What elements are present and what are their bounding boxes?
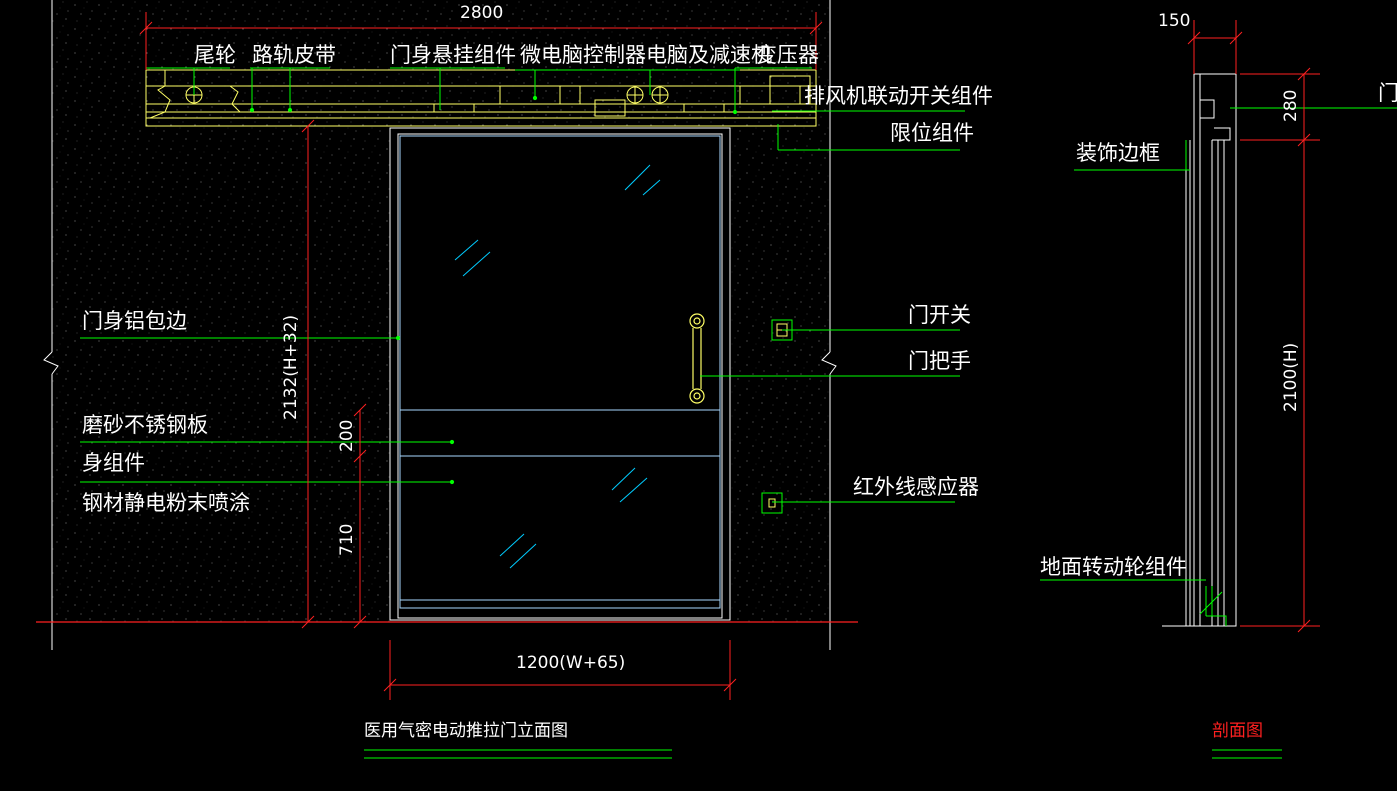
dim-total-width: 2800 (460, 3, 503, 23)
ir-sensor-icon (761, 492, 783, 514)
elevation-view: 2800 2132(H+32) 200 710 1200(W+65) 尾轮 路轨… (36, 0, 993, 759)
label-door-handle: 门把手 (908, 349, 971, 373)
dimension-lines (139, 12, 823, 700)
section-title-block: 剖面图 (1212, 721, 1282, 759)
section-profile (1162, 73, 1237, 627)
label-powder-coat: 钢材静电粉末喷涂 (82, 491, 250, 515)
label-section-door: 门 (1378, 81, 1397, 105)
label-transformer: 变压器 (756, 43, 819, 67)
elevation-labels: 尾轮 路轨皮带 门身悬挂组件 微电脑控制器电脑及减速机 变压器 排风机联动开关组… (82, 43, 993, 515)
label-controller: 微电脑控制器电脑及减速机 (520, 43, 772, 67)
label-floor-wheel: 地面转动轮组件 (1040, 555, 1187, 579)
door-leaf (399, 135, 721, 609)
glass-hatch (454, 164, 661, 569)
label-ir-sensor: 红外线感应器 (853, 475, 979, 499)
label-track-belt: 路轨皮带 (252, 43, 336, 67)
label-aluminum-edge: 门身铝包边 (82, 309, 187, 333)
section-labels: 门 装饰边框 地面转动轮组件 (1040, 81, 1397, 579)
section-dims (1187, 20, 1320, 633)
label-body-assembly: 身组件 (82, 451, 145, 475)
dim-height: 2132(H+32) (281, 315, 301, 420)
section-view: 150 280 2100(H) 门 装饰边框 地面转动轮组件 剖面图 (1040, 11, 1397, 759)
section-title: 剖面图 (1212, 721, 1263, 741)
label-door-switch: 门开关 (908, 303, 971, 327)
leader-lines (80, 67, 965, 503)
label-sanded-plate: 磨砂不锈钢板 (82, 413, 208, 437)
elevation-title-block: 医用气密电动推拉门立面图 (364, 721, 672, 759)
section-dim-texts: 150 280 2100(H) (1158, 11, 1301, 412)
label-tail-wheel: 尾轮 (194, 43, 236, 67)
label-limit: 限位组件 (890, 121, 974, 145)
dim-mid-panel: 200 (337, 420, 357, 452)
top-mechanism-housing (145, 69, 817, 127)
dim-section-top: 280 (1281, 90, 1301, 122)
elevation-title: 医用气密电动推拉门立面图 (364, 721, 568, 741)
dim-lower: 710 (337, 524, 357, 556)
dimension-texts: 2800 2132(H+32) 200 710 1200(W+65) (281, 3, 625, 673)
section-leaders (1040, 107, 1397, 581)
label-fan-switch: 排风机联动开关组件 (804, 84, 993, 108)
dim-section-height: 2100(H) (1281, 343, 1301, 412)
dim-section-depth: 150 (1158, 11, 1190, 31)
dim-door-width: 1200(W+65) (516, 653, 625, 673)
label-hanger: 门身悬挂组件 (390, 43, 516, 67)
door-handle-icon (689, 313, 705, 404)
section-floor-wheel (1199, 586, 1227, 626)
label-deco-frame: 装饰边框 (1076, 141, 1160, 165)
